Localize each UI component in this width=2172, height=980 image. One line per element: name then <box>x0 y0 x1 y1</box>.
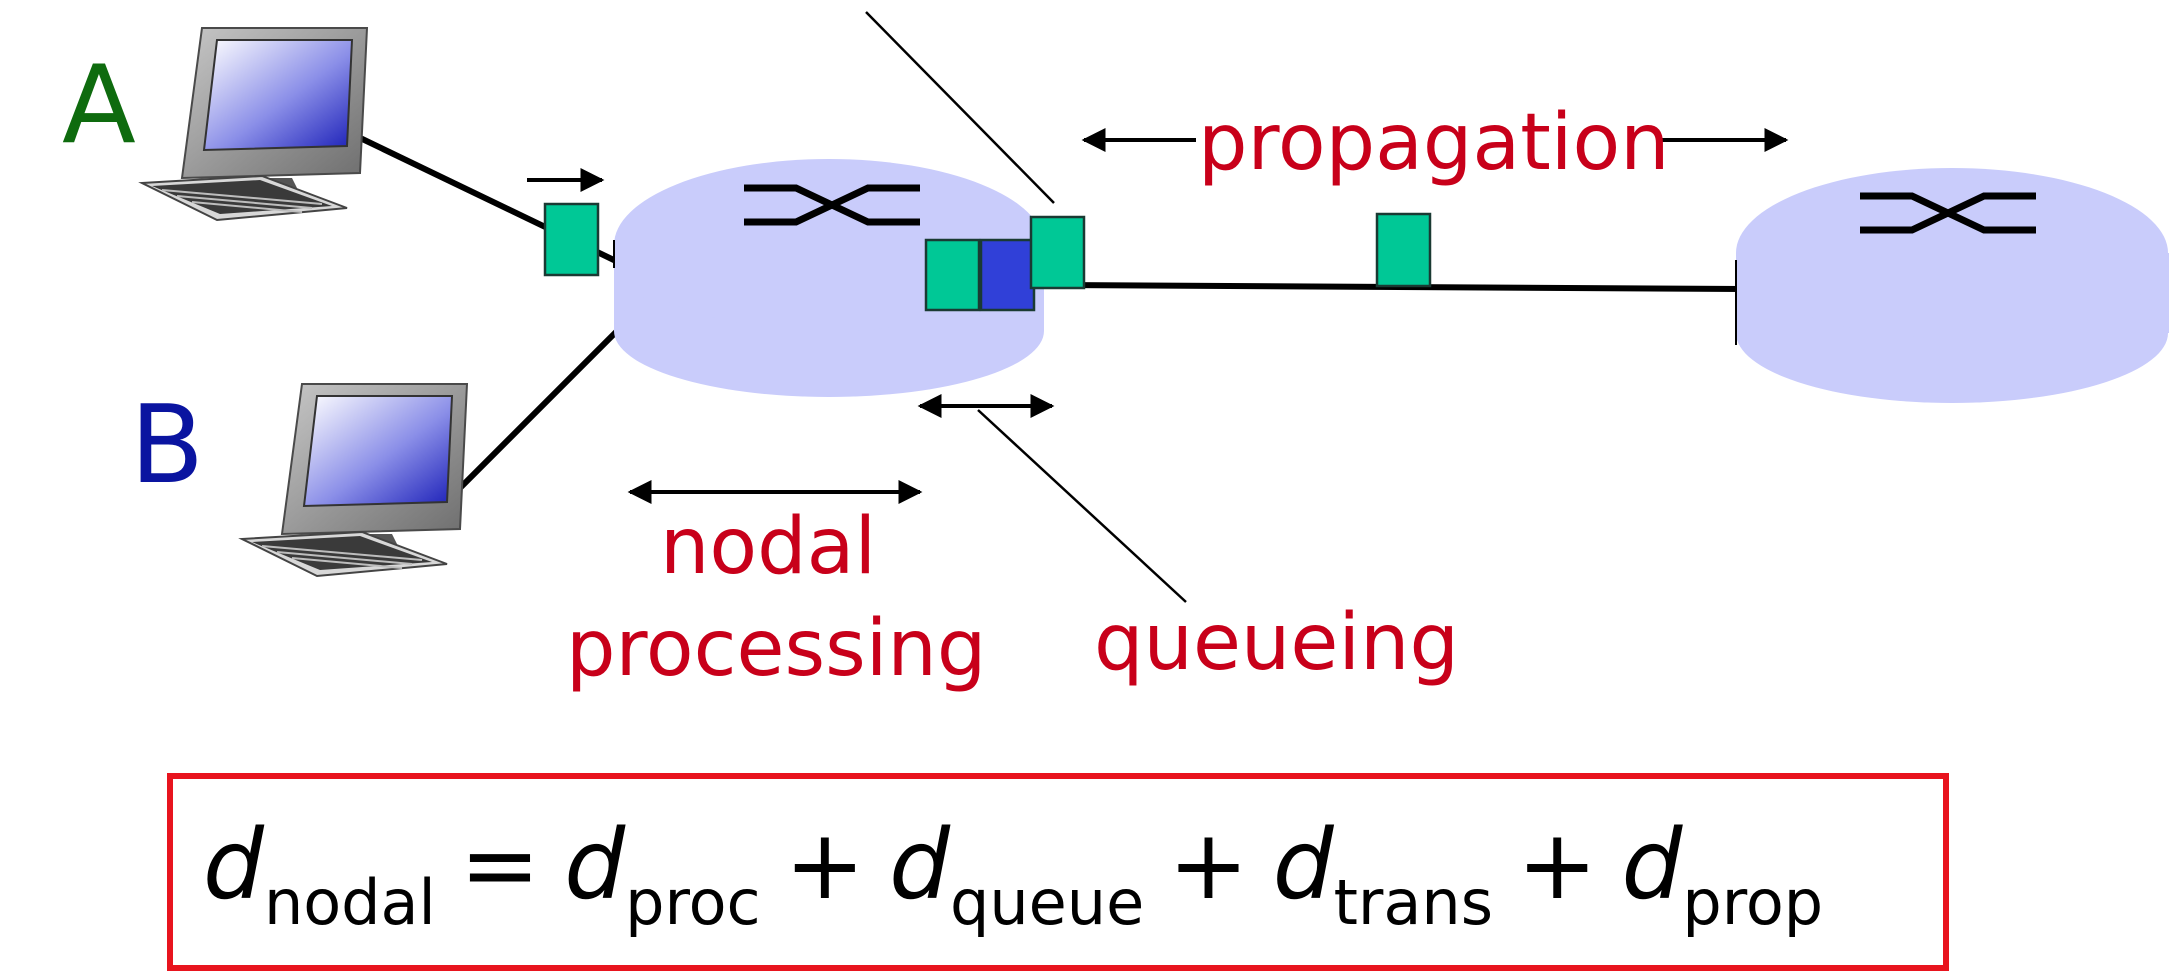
computer-b-icon <box>241 383 468 577</box>
link-b-router <box>457 327 621 491</box>
host-a-label: A <box>62 43 136 168</box>
packet-propagating <box>1375 212 1432 288</box>
trans-subscript: trans <box>1333 866 1494 939</box>
nodal-delay-formula: dnodal=dproc+dqueue+dtrans+dprop <box>203 809 1823 934</box>
plus-sign-3: + <box>1517 809 1598 921</box>
packet-queued-2 <box>979 238 1036 312</box>
computer-a-icon <box>141 27 368 221</box>
packet-incoming <box>543 202 600 277</box>
packet-queued-1 <box>924 238 981 312</box>
d-queue-symbol: d <box>889 809 951 921</box>
prop-subscript: prop <box>1682 866 1824 939</box>
propagation-label: propagation <box>1198 98 1670 188</box>
queueing-label: queueing <box>1094 598 1459 688</box>
pointer-line-top <box>865 11 1055 204</box>
d-nodal-symbol: d <box>203 809 264 921</box>
pointer-line-queueing <box>977 409 1187 603</box>
d-proc-symbol: d <box>564 809 626 921</box>
queue-subscript: queue <box>950 866 1145 939</box>
nodal-delay-formula-box: dnodal=dproc+dqueue+dtrans+dprop <box>167 773 1949 971</box>
nodal-processing-label-line2: processing <box>566 604 987 694</box>
proc-subscript: proc <box>625 866 761 939</box>
plus-sign-1: + <box>784 809 866 921</box>
router-right <box>1735 168 2169 403</box>
nodal-subscript: nodal <box>263 866 436 939</box>
host-b-label: B <box>130 383 205 508</box>
equals-sign: = <box>459 809 541 921</box>
d-trans-symbol: d <box>1272 809 1334 921</box>
packet-transmitting <box>1029 215 1086 290</box>
nodal-processing-label-line1: nodal <box>660 502 877 592</box>
d-prop-symbol: d <box>1621 809 1683 921</box>
plus-sign-2: + <box>1168 809 1249 921</box>
